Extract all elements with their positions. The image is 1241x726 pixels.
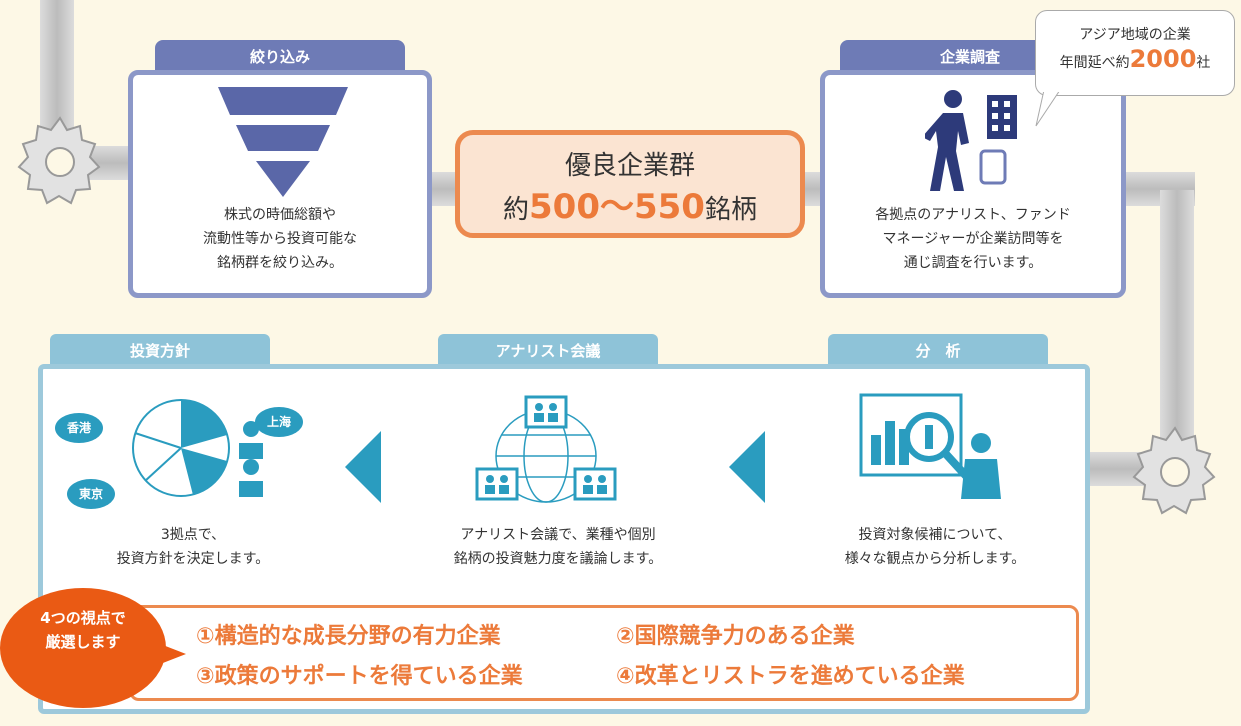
global-meeting-icon — [475, 395, 617, 503]
gear-icon-right — [1132, 426, 1216, 515]
screening-desc-line: 流動性等から投資可能な — [203, 231, 357, 247]
analyst-meeting-desc-line: 銘柄の投資魅力度を議論します。 — [453, 551, 663, 567]
analysis-chart-icon — [859, 393, 1001, 499]
viewpoints-strip: ①構造的な成長分野の有力企業 ②国際競争力のある企業 ③政策のサポートを得ている… — [129, 605, 1079, 701]
business-visit-icon — [925, 90, 1017, 191]
research-desc-line: マネージャーが企業訪問等を — [882, 231, 1064, 247]
decision-pie-icon — [132, 399, 263, 497]
callout-line1: アジア地域の企業 — [1079, 27, 1191, 43]
badge-pointer — [150, 640, 186, 668]
screening-desc-line: 株式の時価総額や — [224, 207, 336, 223]
research-box: 各拠点のアナリスト、ファンド マネージャーが企業訪問等を 通じ調査を行います。 — [820, 70, 1126, 298]
hongkong-bubble: 香港 — [55, 413, 103, 443]
screening-tab: 絞り込み — [155, 40, 405, 74]
gear-icon-left — [17, 116, 101, 205]
viewpoint-item: ③政策のサポートを得ている企業 — [196, 664, 523, 689]
tokyo-bubble: 東京 — [67, 479, 115, 509]
flow-arrow-left-icon — [345, 431, 381, 503]
analysis-desc-line: 投資対象候補について、 — [858, 527, 1012, 543]
viewpoint-item: ④改革とリストラを進めている企業 — [616, 664, 965, 689]
quality-companies-box: 優良企業群 約500〜550銘柄 — [455, 130, 805, 238]
process-box: 香港 上海 東京 3拠点で、 投資方針を決定します。 アナリ — [38, 364, 1090, 714]
screening-desc-line: 銘柄群を絞り込み。 — [217, 255, 343, 271]
quality-companies-count: 約500〜550銘柄 — [503, 187, 757, 227]
funnel-icon — [218, 87, 348, 197]
callout-line2: 年間延べ約2000社 — [1059, 45, 1211, 73]
callout-pointer — [1035, 90, 1061, 127]
viewpoints-badge: 4つの視点で 厳選します — [0, 588, 166, 708]
screening-box: 株式の時価総額や 流動性等から投資可能な 銘柄群を絞り込み。 — [128, 70, 432, 298]
research-desc-line: 各拠点のアナリスト、ファンド — [875, 207, 1071, 223]
viewpoint-item: ①構造的な成長分野の有力企業 — [196, 624, 501, 649]
asia-companies-callout: アジア地域の企業 年間延べ約2000社 — [1035, 10, 1235, 96]
flow-arrow-left-icon — [729, 431, 765, 503]
policy-tab: 投資方針 — [50, 334, 270, 368]
quality-companies-title: 優良企業群 — [564, 151, 695, 181]
shanghai-bubble: 上海 — [255, 407, 303, 437]
policy-desc-line: 3拠点で、 — [160, 527, 226, 543]
research-desc-line: 通じ調査を行います。 — [903, 255, 1043, 271]
policy-desc-line: 投資方針を決定します。 — [116, 551, 270, 567]
analysis-desc-line: 様々な観点から分析します。 — [844, 551, 1026, 567]
analysis-tab: 分 析 — [828, 334, 1048, 368]
viewpoint-item: ②国際競争力のある企業 — [616, 624, 855, 649]
pipe-right-down — [1160, 190, 1194, 470]
analyst-meeting-desc-line: アナリスト会議で、業種や個別 — [460, 527, 656, 543]
analyst-meeting-tab: アナリスト会議 — [438, 334, 658, 368]
